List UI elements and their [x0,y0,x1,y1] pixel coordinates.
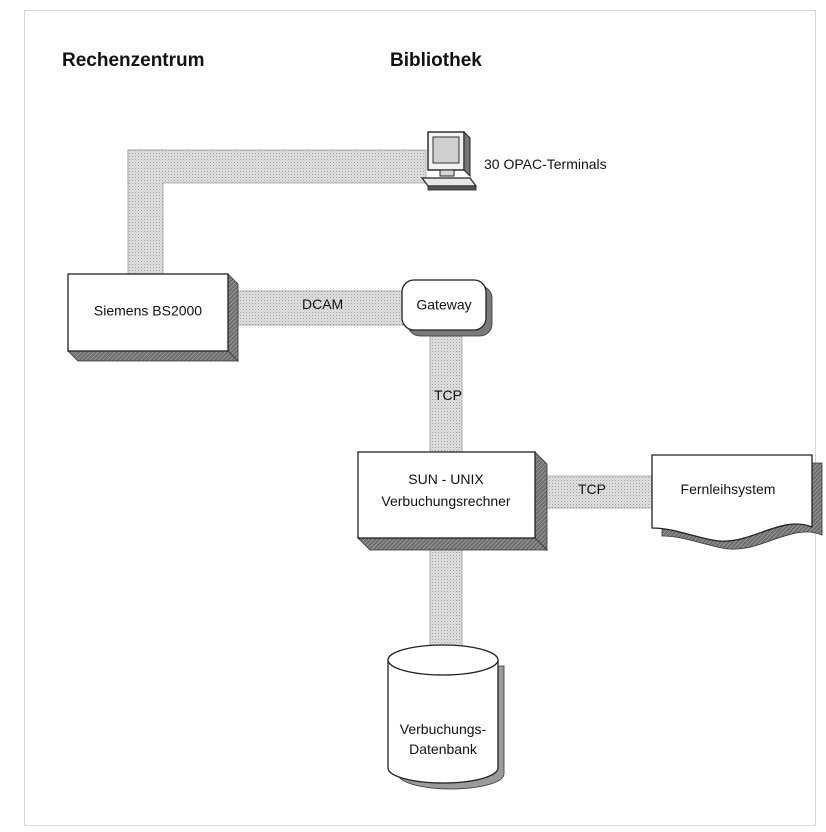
tcp-label-gateway-server: TCP [434,387,462,403]
link-mainframe-terminals [127,149,427,277]
server-label-line2: Verbuchungsrechner [381,493,511,509]
link-server-ill: TCP [534,475,661,509]
gateway-box [401,279,493,337]
mainframe-label: Siemens BS2000 [94,303,202,319]
server-label-line1: SUN - UNIX [408,471,484,487]
ill-system-shape [651,454,823,550]
terminals-label: 30 OPAC-Terminals [484,156,607,172]
computer-terminal-icon [420,130,478,191]
link-dcam: DCAM [237,290,409,326]
mainframe-box [67,273,239,362]
ill-system-label: Fernleihsystem [681,481,776,497]
tcp-label-server-ill: TCP [578,481,606,497]
database-cylinder [387,644,505,790]
diagram-frame [24,10,816,826]
dcam-label: DCAM [302,296,343,312]
database-label-line2: Datenbank [409,741,478,757]
database-label-line1: Verbuchungs- [400,721,487,737]
heading-rechenzentrum: Rechenzentrum [62,50,205,71]
heading-bibliothek: Bibliothek [390,50,482,71]
link-server-db [429,539,463,651]
server-box [357,451,548,551]
link-gateway-server: TCP [429,335,463,453]
gateway-label: Gateway [416,297,471,313]
